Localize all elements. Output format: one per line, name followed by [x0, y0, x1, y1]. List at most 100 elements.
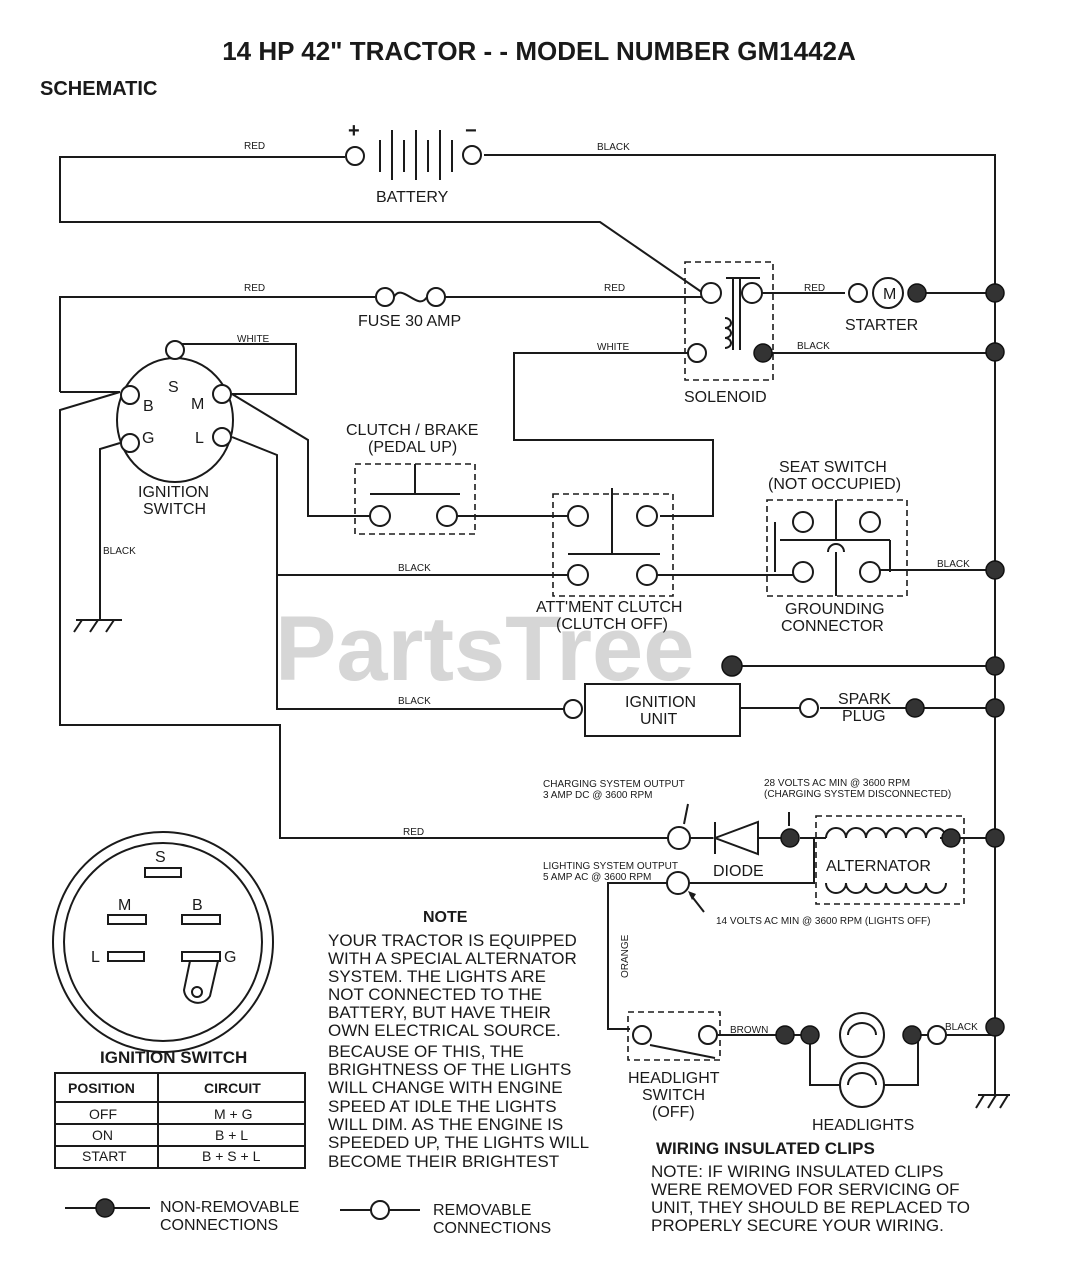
svg-text:BROWN: BROWN [730, 1025, 768, 1036]
battery-plus-sign: + [348, 120, 360, 142]
svg-text:RED: RED [804, 283, 825, 294]
diode-label: DIODE [713, 863, 764, 880]
svg-text:BLACK: BLACK [597, 142, 630, 153]
svg-text:RED: RED [244, 141, 265, 152]
svg-text:WHITE: WHITE [597, 342, 630, 353]
table-cell: B + S + L [202, 1148, 261, 1164]
svg-text:YOUR TRACTOR IS EQUIPPED: YOUR TRACTOR IS EQUIPPED [328, 931, 577, 950]
svg-text:LIGHTING SYSTEM OUTPUT: LIGHTING SYSTEM OUTPUT [543, 861, 678, 872]
svg-text:G: G [224, 949, 236, 966]
svg-text:RED: RED [244, 283, 265, 294]
svg-text:ORANGE: ORANGE [620, 934, 631, 978]
fuse: FUSE 30 AMP [358, 287, 461, 330]
grounding-label-2: CONNECTOR [781, 618, 884, 635]
seat-switch: SEAT SWITCH (NOT OCCUPIED) GROUNDING CON… [766, 459, 908, 635]
wires [59, 154, 1010, 1211]
svg-text:BATTERY, BUT HAVE THEIR: BATTERY, BUT HAVE THEIR [328, 1003, 551, 1022]
terminal-g-label: G [142, 430, 154, 447]
solenoid: SOLENOID [684, 261, 774, 406]
battery-negative-terminal [462, 145, 482, 165]
non-removable-symbol [95, 1198, 115, 1218]
svg-text:UNIT, THEY SHOULD BE REPLACED: UNIT, THEY SHOULD BE REPLACED TO [651, 1198, 970, 1217]
table-header: POSITION [68, 1080, 135, 1096]
svg-text:L: L [91, 949, 100, 966]
svg-text:CHARGING SYSTEM OUTPUT: CHARGING SYSTEM OUTPUT [543, 779, 685, 790]
svg-text:WERE REMOVED FOR SERVICING OF: WERE REMOVED FOR SERVICING OF [651, 1180, 960, 1199]
clutch-brake-label-2: (PEDAL UP) [368, 439, 457, 456]
svg-text:WILL DIM. AS THE ENGINE IS: WILL DIM. AS THE ENGINE IS [328, 1115, 563, 1134]
svg-text:RED: RED [604, 283, 625, 294]
svg-text:5 AMP AC @ 3600 RPM: 5 AMP AC @ 3600 RPM [543, 872, 651, 883]
battery-minus-sign: − [465, 120, 477, 142]
section-title: SCHEMATIC [40, 78, 157, 100]
svg-text:BLACK: BLACK [398, 563, 431, 574]
note-heading: NOTE [423, 909, 468, 926]
att-clutch-label-2: (CLUTCH OFF) [556, 616, 668, 633]
svg-text:WITH A SPECIAL ALTERNATOR: WITH A SPECIAL ALTERNATOR [328, 949, 577, 968]
battery-label: BATTERY [376, 189, 449, 206]
svg-text:CONNECTIONS: CONNECTIONS [160, 1217, 278, 1234]
starter-label: STARTER [845, 317, 918, 334]
starter: M STARTER [845, 277, 927, 334]
table-cell: ON [92, 1127, 113, 1143]
note-block: NOTE YOUR TRACTOR IS EQUIPPED WITH A SPE… [328, 909, 589, 1171]
svg-text:BLACK: BLACK [797, 341, 830, 352]
headlight-switch-label-2: SWITCH [642, 1087, 705, 1104]
terminal-s-label: S [168, 379, 179, 396]
svg-text:28 VOLTS AC MIN @ 3600 RPM: 28 VOLTS AC MIN @ 3600 RPM [764, 778, 910, 789]
svg-text:CONNECTIONS: CONNECTIONS [433, 1220, 551, 1237]
page-title: 14 HP 42" TRACTOR - - MODEL NUMBER GM144… [222, 36, 856, 66]
ignition-unit-label-1: IGNITION [625, 694, 696, 711]
ignition-switch-label-2: SWITCH [143, 501, 206, 518]
ignition-switch-table: IGNITION SWITCH POSITION CIRCUIT OFF M +… [54, 1048, 306, 1169]
seat-switch-label-2: (NOT OCCUPIED) [768, 476, 901, 493]
svg-text:NON-REMOVABLE: NON-REMOVABLE [160, 1199, 299, 1216]
removable-symbol [370, 1200, 390, 1220]
table-header: CIRCUIT [204, 1080, 261, 1096]
spark-plug-label-1: SPARK [838, 691, 891, 708]
svg-text:OWN ELECTRICAL SOURCE.: OWN ELECTRICAL SOURCE. [328, 1021, 561, 1040]
battery: + − BATTERY [345, 120, 482, 206]
svg-text:WHITE: WHITE [237, 334, 270, 345]
svg-text:SPEEDED UP, THE LIGHTS WILL: SPEEDED UP, THE LIGHTS WILL [328, 1133, 589, 1152]
table-cell: OFF [89, 1106, 117, 1122]
svg-text:BECAUSE OF THIS, THE: BECAUSE OF THIS, THE [328, 1042, 524, 1061]
battery-positive-terminal [345, 146, 365, 166]
svg-text:BRIGHTNESS OF THE LIGHTS: BRIGHTNESS OF THE LIGHTS [328, 1060, 571, 1079]
headlight-circuit: HEADLIGHT SWITCH (OFF) HEADLIGHTS [627, 1011, 947, 1134]
svg-text:SYSTEM. THE LIGHTS ARE: SYSTEM. THE LIGHTS ARE [328, 967, 546, 986]
svg-text:BECOME THEIR BRIGHTEST: BECOME THEIR BRIGHTEST [328, 1152, 559, 1171]
table-cell: START [82, 1148, 127, 1164]
table-cell: B + L [215, 1127, 248, 1143]
starter-m-label: M [883, 286, 896, 303]
svg-text:WIRING INSULATED CLIPS: WIRING INSULATED CLIPS [656, 1139, 875, 1158]
wire-labels: RED BLACK RED RED RED WHITE WHITE BLACK … [103, 141, 978, 1036]
grounding-label-1: GROUNDING [785, 601, 885, 618]
att-clutch-label-1: ATT'MENT CLUTCH [536, 599, 682, 616]
headlight-switch-label-1: HEADLIGHT [628, 1070, 720, 1087]
terminal-m-label: M [191, 396, 204, 413]
alternator-label: ALTERNATOR [826, 858, 931, 875]
solenoid-label: SOLENOID [684, 389, 767, 406]
svg-text:NOT CONNECTED TO THE: NOT CONNECTED TO THE [328, 985, 542, 1004]
spec-notes: CHARGING SYSTEM OUTPUT 3 AMP DC @ 3600 R… [543, 778, 951, 927]
terminal-b-label: B [143, 398, 154, 415]
ground-bus [985, 283, 1005, 1037]
svg-text:RED: RED [403, 827, 424, 838]
seat-switch-label-1: SEAT SWITCH [779, 459, 887, 476]
svg-text:M: M [118, 897, 131, 914]
attachment-clutch-switch: ATT'MENT CLUTCH (CLUTCH OFF) [536, 488, 682, 633]
svg-text:BLACK: BLACK [937, 559, 970, 570]
svg-text:(CHARGING SYSTEM DISCONNECTED): (CHARGING SYSTEM DISCONNECTED) [764, 789, 951, 800]
fuse-label: FUSE 30 AMP [358, 313, 461, 330]
ignition-switch-label-1: IGNITION [138, 484, 209, 501]
legend: NON-REMOVABLE CONNECTIONS REMOVABLE CONN… [95, 1198, 551, 1237]
spark-plug-label-2: PLUG [842, 708, 886, 725]
table-cell: M + G [214, 1106, 253, 1122]
terminal-l-label: L [195, 430, 204, 447]
svg-text:S: S [155, 849, 166, 866]
svg-text:PROPERLY SECURE YOUR WIRING.: PROPERLY SECURE YOUR WIRING. [651, 1216, 944, 1235]
svg-text:14 VOLTS AC MIN @ 3600 RPM (LI: 14 VOLTS AC MIN @ 3600 RPM (LIGHTS OFF) [716, 916, 930, 927]
wiring-clips-note: WIRING INSULATED CLIPS NOTE: IF WIRING I… [651, 1139, 970, 1235]
headlight-switch-label-3: (OFF) [652, 1104, 695, 1121]
